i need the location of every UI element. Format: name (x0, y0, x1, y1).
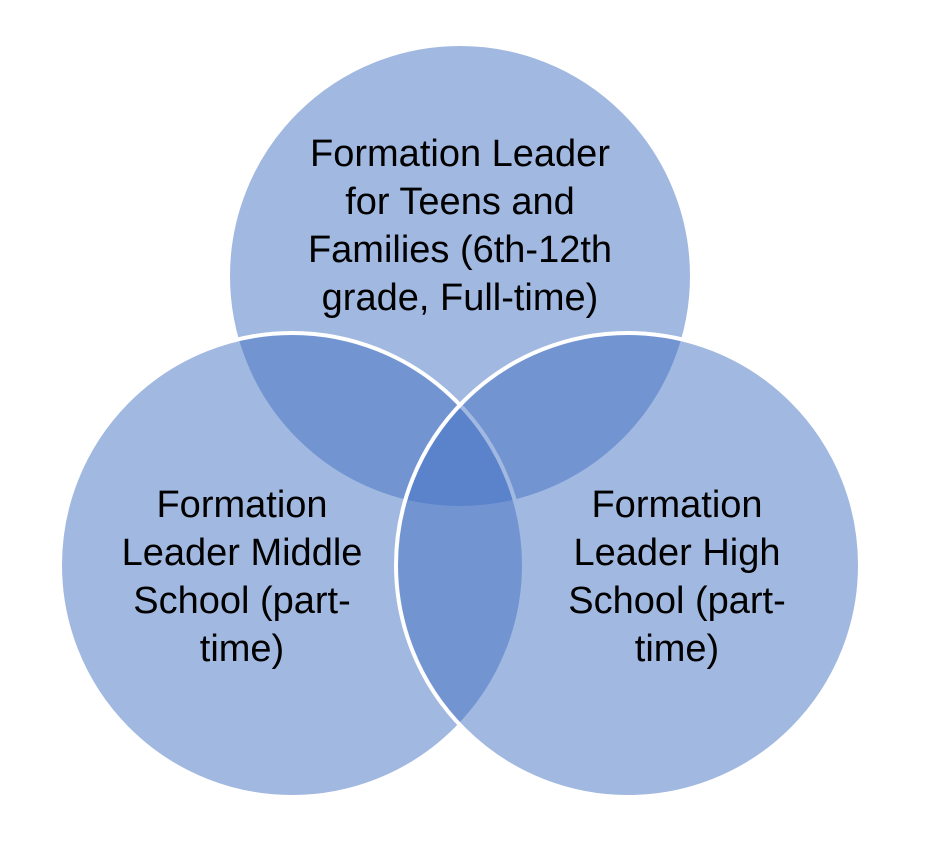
label-top-line-4: grade, Full-time) (322, 277, 599, 319)
label-right-line-4: time) (635, 628, 719, 670)
label-left-line-2: Leader Middle (122, 532, 363, 574)
label-right-line-3: School (part- (568, 580, 786, 622)
label-right-line-1: Formation (591, 484, 762, 526)
label-top-line-2: for Teens and (345, 181, 575, 223)
label-top-line-1: Formation Leader (310, 133, 610, 175)
label-top: Formation Leader for Teens and Families … (308, 133, 612, 319)
label-left: Formation Leader Middle School (part- ti… (122, 484, 363, 670)
label-left-line-4: time) (200, 628, 284, 670)
label-right: Formation Leader High School (part- time… (568, 484, 786, 670)
label-left-line-1: Formation (156, 484, 327, 526)
label-right-line-2: Leader High (573, 532, 780, 574)
label-left-line-3: School (part- (133, 580, 351, 622)
circle-right (394, 331, 862, 799)
label-top-line-3: Families (6th-12th (308, 229, 612, 271)
